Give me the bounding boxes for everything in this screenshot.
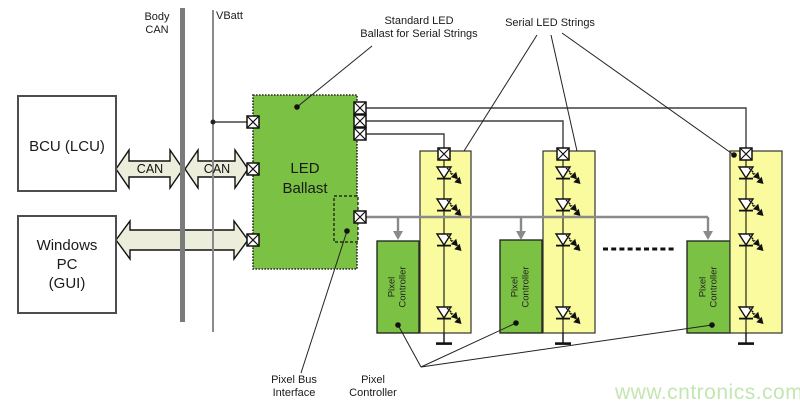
junction-dot bbox=[210, 119, 216, 125]
pixel-controller-label-1: Pixel Controller bbox=[377, 241, 419, 333]
string-feed-line-1 bbox=[366, 107, 747, 148]
windows-pc-line3: (GUI) bbox=[48, 275, 86, 292]
pixel-controller-box-1 bbox=[376, 240, 420, 334]
leader-lines bbox=[296, 32, 735, 374]
pixel-bus-interface-line1: Pixel Bus bbox=[271, 374, 317, 386]
string-feed-line-3 bbox=[366, 133, 445, 148]
ground-icon bbox=[553, 331, 573, 345]
vbatt-label: VBatt bbox=[216, 10, 243, 22]
pc-label-line2: Controller bbox=[521, 265, 532, 308]
body-can-line1: Body bbox=[144, 11, 170, 23]
windows-pc-line1: Windows bbox=[36, 237, 98, 254]
standard-ballast-annotation: Standard LED Ballast for Serial Strings bbox=[346, 15, 492, 41]
body-can-line2: CAN bbox=[145, 24, 169, 36]
serial-strings-annotation: Serial LED Strings bbox=[505, 17, 595, 29]
led-string-2 bbox=[542, 147, 596, 345]
pixel-bus-interface-annotation: Pixel Bus Interface bbox=[253, 374, 335, 400]
bcu-label: BCU (LCU) bbox=[29, 138, 105, 155]
led-ballast-label: LED Ballast bbox=[253, 95, 357, 263]
down-arrow-icon bbox=[514, 215, 528, 242]
pixel-controller-label-3: Pixel Controller bbox=[687, 241, 730, 333]
pixel-controller-box-3 bbox=[686, 240, 731, 334]
can-label-left: CAN bbox=[136, 162, 164, 176]
ground-icon bbox=[736, 331, 756, 345]
led-string-1 bbox=[419, 147, 472, 345]
pixel-controller-line2: Controller bbox=[349, 387, 397, 399]
ground-icon bbox=[434, 331, 454, 345]
watermark: www.cntronics.com bbox=[615, 381, 800, 404]
led-string-box bbox=[542, 150, 596, 334]
pixel-bus-interface-line2: Interface bbox=[272, 387, 316, 399]
body-can-label: Body CAN bbox=[132, 11, 182, 37]
pixel-controller-annotation: Pixel Controller bbox=[332, 374, 414, 400]
pc-label-line2: Controller bbox=[708, 266, 720, 308]
pc-label-line1: Pixel bbox=[387, 276, 398, 298]
x-box-connector-icon bbox=[739, 147, 753, 161]
pc-label-line1: Pixel bbox=[510, 276, 521, 297]
led-string-3 bbox=[729, 147, 783, 345]
windows-pc-line2: PC bbox=[56, 256, 78, 273]
pc-label-line2: Controller bbox=[398, 266, 409, 308]
bcu-box bbox=[17, 95, 117, 192]
pixel-controller-box-2 bbox=[499, 239, 543, 334]
can-label-right: CAN bbox=[203, 162, 231, 176]
pixel-controller-line1: Pixel bbox=[361, 374, 385, 386]
led-ballast-line1: LED bbox=[290, 160, 320, 177]
standard-ballast-line1: Standard LED bbox=[384, 15, 454, 27]
down-arrow-icon bbox=[701, 215, 715, 242]
down-arrow-icon bbox=[391, 215, 405, 242]
leader-dots bbox=[294, 104, 737, 328]
string-feed-line-2 bbox=[366, 120, 564, 148]
pc-label-line1: Pixel bbox=[697, 276, 709, 298]
windows-pc-label: Windows PC (GUI) bbox=[18, 216, 116, 313]
led-ballast-line2: Ballast bbox=[282, 180, 328, 197]
x-box-connector-icon bbox=[437, 147, 451, 161]
standard-ballast-line2: Ballast for Serial Strings bbox=[360, 28, 478, 40]
windows-pc-box bbox=[17, 215, 117, 314]
x-box-connector-icon bbox=[556, 147, 570, 161]
pixel-controller-label-2: Pixel Controller bbox=[500, 240, 542, 333]
